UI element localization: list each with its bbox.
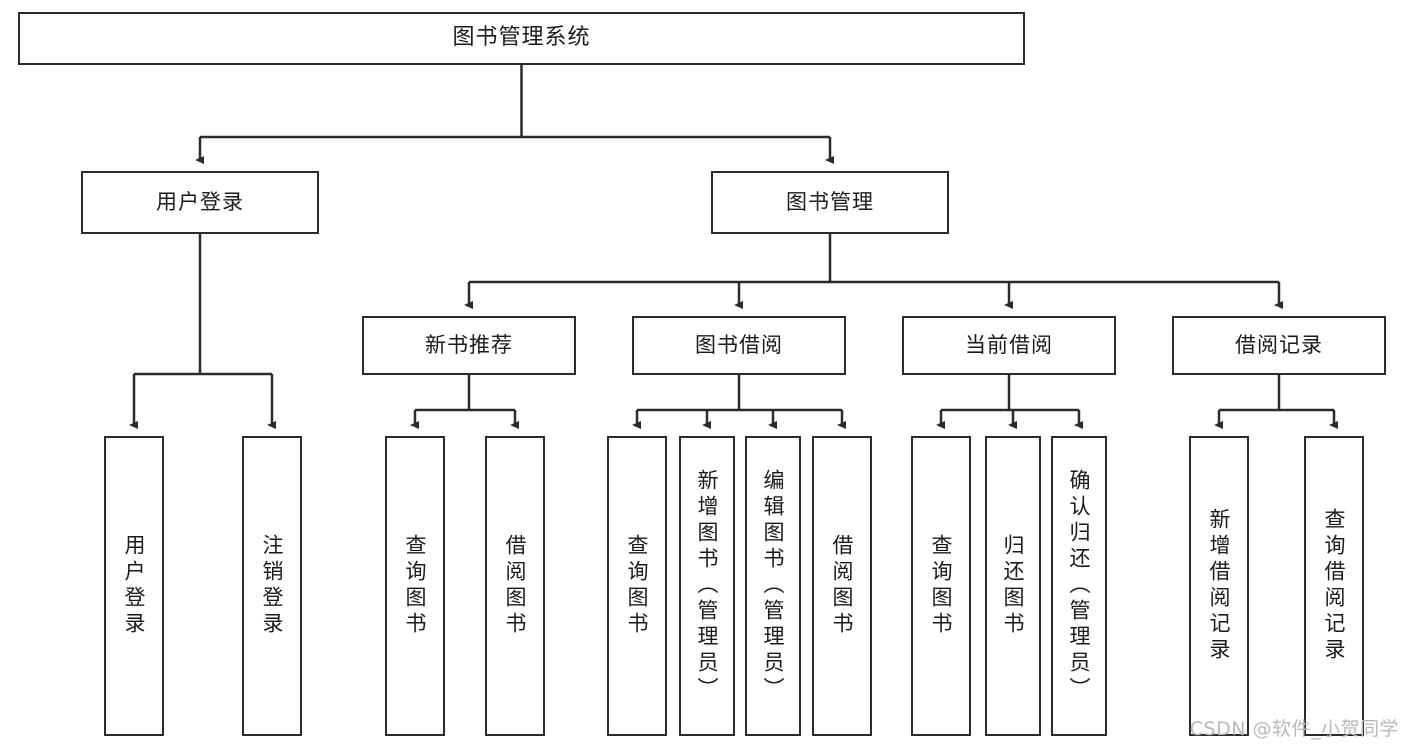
node-label: 新增图书（管理员）	[695, 469, 720, 703]
node-label: 归还图书	[1001, 534, 1026, 638]
node-leaf-borrow-book-2[interactable]: 借阅图书	[812, 436, 872, 736]
node-leaf-query-record[interactable]: 查询借阅记录	[1304, 436, 1364, 736]
node-bookmgmt[interactable]: 图书管理	[711, 171, 949, 234]
node-leaf-add-book[interactable]: 新增图书（管理员）	[679, 436, 735, 736]
node-leaf-query-book-3[interactable]: 查询图书	[911, 436, 971, 736]
node-label: 当前借阅	[965, 332, 1053, 357]
node-label: 借阅记录	[1235, 332, 1323, 357]
node-root[interactable]: 图书管理系统	[18, 12, 1025, 65]
node-leaf-edit-book[interactable]: 编辑图书（管理员）	[745, 436, 801, 736]
node-label: 查询图书	[625, 534, 650, 638]
node-leaf-borrow-book-1[interactable]: 借阅图书	[485, 436, 545, 736]
node-leaf-confirm-return[interactable]: 确认归还（管理员）	[1051, 436, 1107, 736]
node-label: 新书推荐	[425, 332, 513, 357]
node-leaf-logout[interactable]: 注销登录	[242, 436, 302, 736]
node-leaf-query-book-1[interactable]: 查询图书	[385, 436, 445, 736]
node-label: 查询图书	[929, 534, 954, 638]
node-current[interactable]: 当前借阅	[902, 316, 1116, 375]
node-leaf-return-book[interactable]: 归还图书	[985, 436, 1041, 736]
node-label: 用户登录	[156, 189, 244, 214]
node-label: 借阅图书	[503, 534, 528, 638]
node-label: 编辑图书（管理员）	[761, 469, 786, 703]
node-label: 图书借阅	[695, 332, 783, 357]
node-label: 新增借阅记录	[1207, 508, 1232, 664]
node-label: 借阅图书	[830, 534, 855, 638]
node-newbook[interactable]: 新书推荐	[362, 316, 576, 375]
watermark-text: CSDN @软件_小贺同学	[1189, 718, 1399, 740]
node-login[interactable]: 用户登录	[81, 171, 319, 234]
node-label: 用户登录	[122, 534, 147, 638]
node-label: 注销登录	[260, 534, 285, 638]
node-leaf-query-book-2[interactable]: 查询图书	[607, 436, 667, 736]
node-leaf-user-login[interactable]: 用户登录	[104, 436, 164, 736]
node-label: 查询图书	[403, 534, 428, 638]
node-borrow[interactable]: 图书借阅	[632, 316, 846, 375]
node-label: 查询借阅记录	[1322, 508, 1347, 664]
node-record[interactable]: 借阅记录	[1172, 316, 1386, 375]
node-label: 确认归还（管理员）	[1067, 469, 1092, 703]
node-label: 图书管理系统	[452, 25, 591, 51]
node-leaf-add-record[interactable]: 新增借阅记录	[1189, 436, 1249, 736]
node-label: 图书管理	[786, 189, 874, 214]
